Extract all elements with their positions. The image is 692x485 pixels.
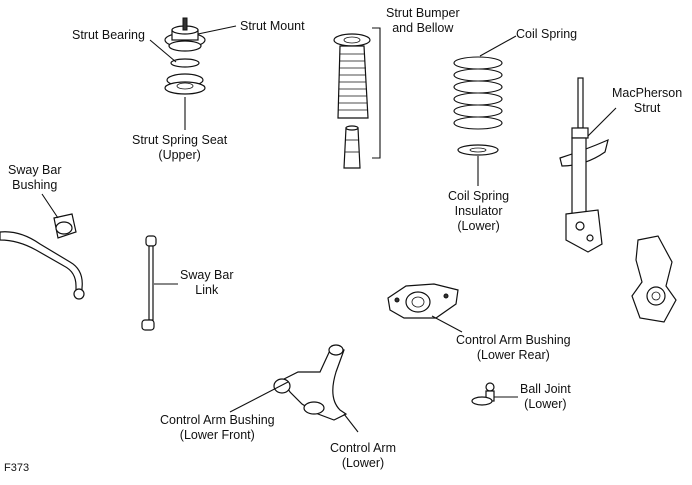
label-ball-joint: Ball Joint (Lower) [520, 382, 571, 412]
ball-joint-part [471, 382, 495, 406]
label-sway-bar-link: Sway Bar Link [180, 268, 234, 298]
label-macpherson-strut: MacPherson Strut [612, 86, 682, 116]
strut-spring-seat-part [164, 73, 206, 95]
label-strut-mount-line: Strut Mount [240, 19, 305, 33]
label-control-arm-bushing-front-line-2: (Lower Front) [179, 428, 255, 442]
sway-bar-bushing-part [53, 213, 77, 239]
label-control-arm-line-1: Control Arm [330, 441, 396, 455]
label-strut-bearing: Strut Bearing [72, 28, 145, 43]
label-strut-bumper-line-2: and Bellow [392, 21, 454, 35]
strut-bumper-part [333, 33, 371, 169]
label-control-arm-line-2: (Lower) [341, 456, 385, 470]
label-coil-spring-insulator-line-3: (Lower) [457, 219, 500, 233]
label-sway-bar-bushing-line-1: Sway Bar [8, 163, 62, 177]
label-sway-bar-bushing-line-2: Bushing [12, 178, 58, 192]
label-control-arm-bushing-rear-line-1: Control Arm Bushing [456, 333, 571, 347]
label-control-arm-bushing-front-line-1: Control Arm Bushing [160, 413, 275, 427]
sway-bar-part [0, 231, 85, 300]
control-arm-bushing-rear-part [387, 283, 459, 319]
label-control-arm-bushing-front: Control Arm Bushing (Lower Front) [160, 413, 275, 443]
label-strut-bumper: Strut Bumper and Bellow [386, 6, 460, 36]
label-coil-spring-insulator-line-1: Coil Spring [448, 189, 510, 203]
label-ball-joint-line-1: Ball Joint [520, 382, 571, 396]
macpherson-strut-part [559, 77, 609, 253]
strut-mount-part [164, 17, 206, 52]
strut-bearing-part [170, 58, 200, 68]
label-sway-bar-link-line-2: Link [195, 283, 219, 297]
label-coil-spring-insulator-line-2: Insulator [454, 204, 503, 218]
label-sway-bar-bushing: Sway Bar Bushing [8, 163, 62, 193]
label-control-arm-bushing-rear-line-2: (Lower Rear) [476, 348, 550, 362]
label-sway-bar-link-line-1: Sway Bar [180, 268, 234, 282]
label-coil-spring-line: Coil Spring [516, 27, 578, 41]
label-strut-spring-seat-line-1: Strut Spring Seat [132, 133, 228, 147]
label-strut-bumper-line-1: Strut Bumper [386, 6, 460, 20]
label-macpherson-strut-line-2: Strut [633, 101, 661, 115]
figure-id: F373 [4, 462, 30, 474]
sway-bar-link-part [141, 235, 157, 331]
steering-knuckle-part [631, 235, 677, 323]
coil-spring-part [453, 56, 503, 130]
label-ball-joint-line-2: (Lower) [524, 397, 567, 411]
label-strut-spring-seat-line-2: (Upper) [158, 148, 201, 162]
label-strut-spring-seat: Strut Spring Seat (Upper) [132, 133, 227, 163]
control-arm-part [273, 344, 348, 421]
label-coil-spring-insulator: Coil Spring Insulator (Lower) [448, 189, 509, 234]
label-macpherson-strut-line-1: MacPherson [612, 86, 683, 100]
label-strut-bearing-line: Strut Bearing [72, 28, 145, 42]
label-control-arm-bushing-rear: Control Arm Bushing (Lower Rear) [456, 333, 571, 363]
label-strut-mount: Strut Mount [240, 19, 305, 34]
label-coil-spring: Coil Spring [516, 27, 577, 42]
label-control-arm: Control Arm (Lower) [330, 441, 396, 471]
coil-spring-insulator-part [457, 144, 499, 156]
